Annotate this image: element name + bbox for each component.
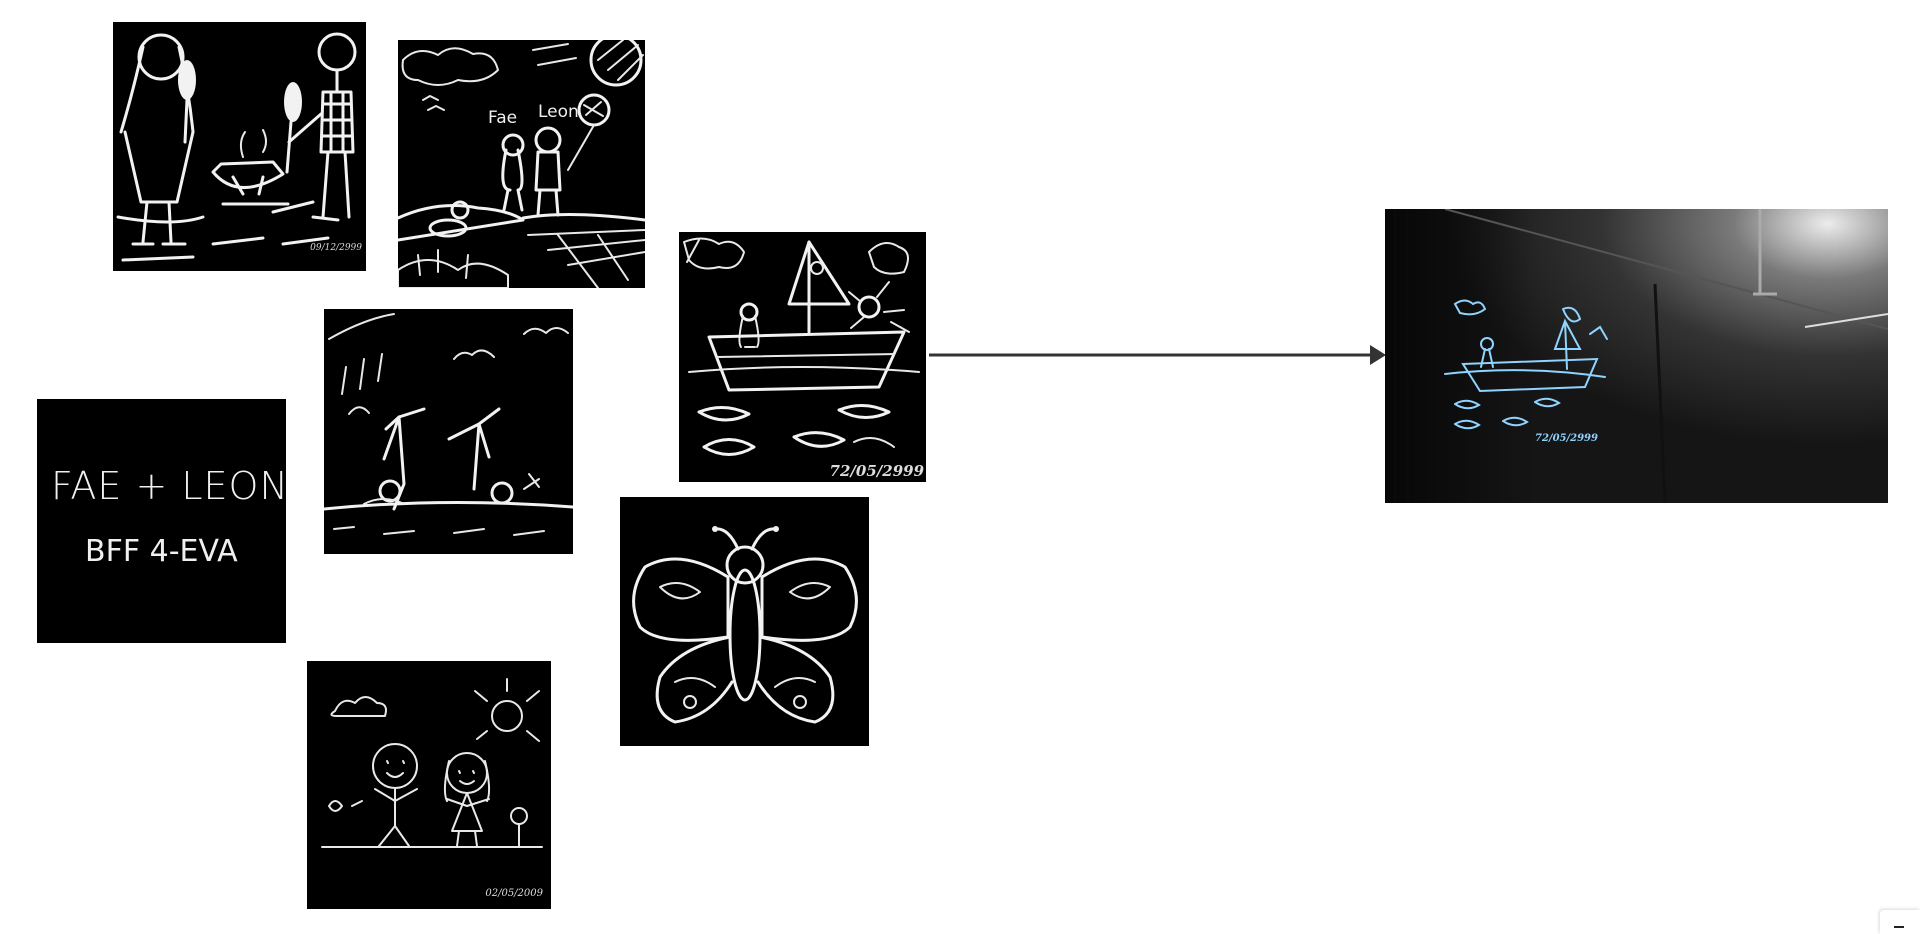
handstands-sketch — [324, 313, 573, 536]
drawing-boat[interactable]: 72/05/2999 — [679, 232, 926, 482]
park-name-fae: Fae — [488, 108, 518, 128]
minimize-button[interactable] — [1880, 910, 1920, 934]
drawing-park[interactable]: Fae Leon — [398, 40, 645, 288]
drawing-cooking[interactable]: 09/12/2999 — [113, 22, 366, 271]
cooking-sketch — [116, 32, 357, 262]
wall-photo — [1385, 209, 1888, 503]
projection-photo[interactable]: 72/05/2999 — [1385, 209, 1888, 503]
sunny-day-date: 02/05/2009 — [485, 888, 543, 899]
park-sketch — [398, 40, 645, 288]
title-line-1: FAE + LEON — [51, 464, 286, 508]
projected-date: 72/05/2999 — [1535, 433, 1598, 444]
drawing-title-card[interactable]: FAE + LEON BFF 4-EVA — [37, 399, 286, 643]
cooking-date: 09/12/2999 — [310, 243, 362, 253]
boat-sketch — [683, 237, 920, 456]
title-line-2: BFF 4-EVA — [85, 534, 238, 569]
drawing-handstands[interactable] — [324, 309, 573, 554]
boat-date: 72/05/2999 — [829, 462, 924, 480]
butterfly-sketch — [632, 526, 858, 724]
park-name-leon: Leon — [538, 102, 579, 122]
drawing-sunny-day[interactable]: 02/05/2009 — [307, 661, 551, 909]
drawing-butterfly[interactable] — [620, 497, 869, 746]
sunny-day-sketch — [321, 678, 543, 848]
